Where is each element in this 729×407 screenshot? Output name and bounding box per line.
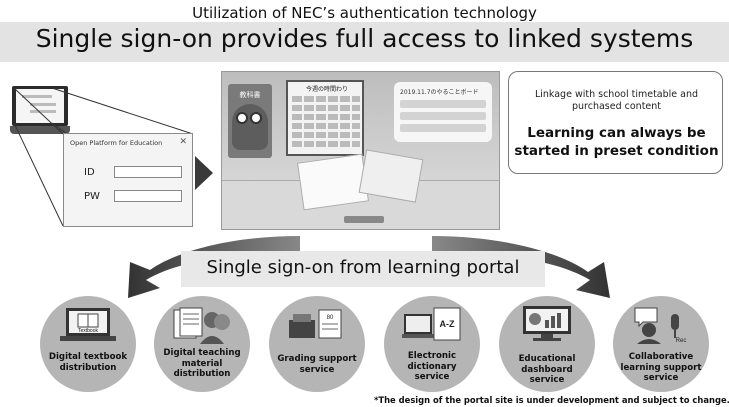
worksheet-paper [296, 153, 370, 211]
pw-field[interactable] [114, 190, 182, 202]
service-label-line: distribution [59, 362, 117, 373]
title-bar [0, 22, 729, 62]
service-digital-textbook[interactable]: Textbook Digital textbook distribution [40, 296, 136, 392]
monitor-dashboard-icon [523, 306, 571, 341]
service-collaborative-learning[interactable]: Rec Collaborative learning support servi… [613, 296, 709, 392]
service-label-line: material [181, 358, 223, 369]
laptop-icon [10, 86, 70, 138]
mini-line [30, 103, 56, 106]
info-headline: Learning can always be started in preset… [509, 124, 724, 160]
laptop-book-icon: Textbook [60, 308, 116, 341]
service-educational-dashboard[interactable]: Educational dashboard service [499, 296, 595, 392]
service-grading-support[interactable]: 80 Grading support service [269, 296, 365, 392]
info-small-line: purchased content [571, 101, 662, 112]
timetable-row [292, 96, 360, 102]
todo-board-title: 2019.11.7のやることボード [400, 89, 479, 96]
service-label-line: distribution [173, 369, 231, 379]
service-label-line: dictionary [407, 361, 457, 372]
service-label-line: Digital textbook [48, 352, 128, 362]
service-label: Electronic dictionary service [378, 351, 486, 383]
info-big-line: Learning can always be [527, 125, 706, 141]
page-subtitle: Utilization of NEC’s authentication tech… [192, 4, 537, 22]
service-label-line: service [299, 364, 335, 375]
owl-eye [236, 112, 248, 124]
grade-score-text: 80 [327, 315, 334, 321]
service-label: Educational dashboard service [493, 354, 601, 386]
todo-board: 2019.11.7のやることボード [394, 82, 492, 142]
arrow-right-icon [195, 156, 213, 190]
info-box: Linkage with school timetable and purcha… [508, 71, 723, 174]
documents-people-icon [173, 307, 230, 344]
service-label-line: Electronic [407, 351, 457, 361]
printer-scanner-icon: 80 [289, 309, 342, 339]
laptop-display [16, 89, 64, 123]
laptop-base [10, 126, 70, 134]
person-microphone-icon: Rec [634, 307, 687, 344]
timetable-row [292, 141, 360, 147]
login-dialog: Open Platform for Education ✕ ID PW [63, 133, 193, 227]
sso-banner: Single sign-on from learning portal [181, 251, 545, 287]
timetable-title: 今週の時間わり [305, 86, 348, 93]
todo-row [400, 124, 486, 132]
login-dialog-title: Open Platform for Education [70, 139, 163, 147]
service-label-line: service [529, 375, 565, 385]
service-electronic-dictionary[interactable]: A-Z Electronic dictionary service [384, 296, 480, 392]
laptop-screen [12, 86, 68, 126]
service-label-line: learning support [620, 362, 702, 373]
service-label: Grading support service [263, 354, 371, 375]
service-label: Collaborative learning support service [607, 352, 715, 384]
service-digital-teaching-material[interactable]: Digital teaching material distribution [154, 296, 250, 392]
owl-eye [250, 112, 262, 124]
service-label-line: Grading support [277, 354, 357, 364]
mini-line [30, 110, 56, 113]
timetable-row [292, 105, 360, 111]
disclaimer-note: *The design of the portal site is under … [374, 395, 729, 405]
todo-row [400, 112, 486, 120]
owl-mascot-icon [232, 104, 268, 150]
page-title: Single sign-on provides full access to l… [35, 24, 694, 53]
service-label: Digital teaching material distribution [148, 348, 256, 380]
service-label-line: Digital teaching [163, 348, 241, 358]
header: Utilization of NEC’s authentication tech… [0, 0, 729, 62]
tablet-icon [344, 216, 384, 223]
todo-row [400, 100, 486, 108]
info-linkage-text: Linkage with school timetable and purcha… [509, 89, 724, 113]
dictionary-icon-label: A-Z [440, 319, 455, 329]
service-label: Digital textbook distribution [34, 352, 142, 373]
pw-label: PW [84, 191, 100, 202]
mini-line [22, 95, 52, 98]
textbook-icon-label: Textbook [78, 328, 99, 334]
info-big-line: started in preset condition [514, 143, 719, 159]
info-small-line: Linkage with school timetable and [534, 89, 699, 100]
portal-screenshot: 教科書 今週の時間わり 2019.11.7のやることボード [221, 71, 500, 230]
service-label-line: Collaborative [628, 352, 694, 362]
id-label: ID [84, 167, 95, 178]
id-field[interactable] [114, 166, 182, 178]
timetable-row [292, 114, 360, 120]
service-label-line: Educational [518, 354, 576, 364]
timetable-row [292, 132, 360, 138]
service-label-line: dashboard [521, 364, 573, 375]
timetable-panel: 今週の時間わり [286, 80, 364, 156]
close-icon[interactable]: ✕ [179, 137, 187, 147]
service-label-line: service [643, 373, 679, 383]
rec-label: Rec [676, 338, 687, 344]
service-label-line: service [414, 372, 450, 382]
banner-text: Single sign-on from learning portal [206, 257, 520, 278]
timetable-row [292, 123, 360, 129]
laptop-dictionary-icon: A-Z [402, 307, 461, 341]
textbook-label: 教科書 [239, 91, 261, 99]
